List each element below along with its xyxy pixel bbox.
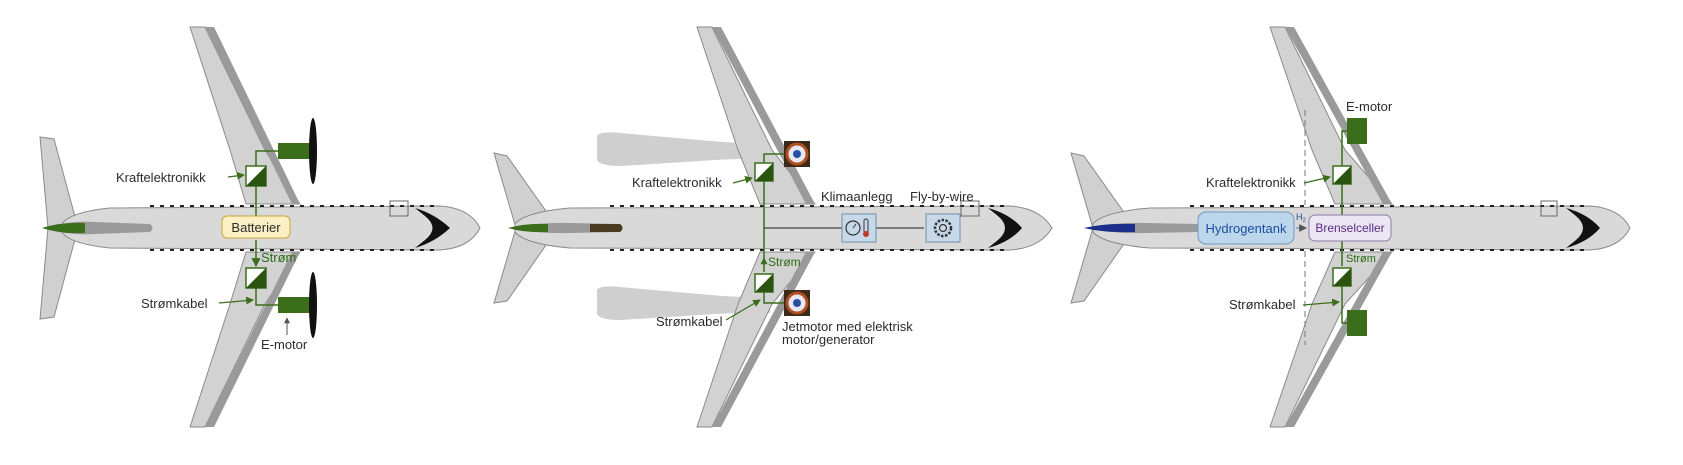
current-label: Strøm: [768, 255, 801, 269]
propeller-icon: [309, 118, 317, 184]
power-cable-label: Strømkabel: [656, 314, 723, 329]
e-motor-lower: [278, 272, 317, 338]
current-label: Strøm: [261, 250, 296, 265]
e-motor-lower: [1347, 310, 1367, 336]
power-electronics-upper: [1332, 165, 1352, 185]
climate-system-box: [841, 213, 877, 243]
panel-more-electric-jet: Klimaanlegg Fly-by-wire Strøm Kraftelekt…: [493, 26, 1053, 428]
e-motor-upper: [278, 118, 317, 184]
e-motor-label: E-motor: [1346, 99, 1393, 114]
power-cable-label: Strømkabel: [141, 296, 208, 311]
power-electronics-lower: [754, 273, 774, 293]
door: [1540, 200, 1558, 217]
h2-label: H2: [1296, 212, 1307, 224]
power-electronics-label: Kraftelektronikk: [632, 175, 722, 190]
cockpit-window: [415, 208, 450, 248]
fuel-cells-box: [1308, 214, 1392, 242]
fly-by-wire-box: [925, 213, 961, 243]
power-electronics-upper: [245, 165, 267, 187]
door: [389, 200, 409, 217]
battery-box: [221, 215, 291, 239]
turbofan-lower: [784, 290, 810, 316]
fuel-cells-label: Brenselceller: [1315, 221, 1384, 235]
panel-hydrogen: Hydrogentank H2 Brenselceller Strøm E-mo…: [1070, 26, 1631, 428]
power-cable-upper: [255, 150, 278, 166]
panel-battery-electric: Batterier Strøm Kraftelektronikk Strømka…: [39, 26, 481, 428]
propeller-icon: [309, 272, 317, 338]
exhaust-upper: [597, 132, 770, 166]
gear-icon: [933, 218, 953, 238]
power-electronics-upper: [754, 162, 774, 182]
jet-motor-label-line2: motor/generator: [782, 332, 875, 347]
hydrogen-tank-box: [1197, 211, 1295, 245]
door: [960, 200, 980, 217]
hydrogen-tank-label: Hydrogentank: [1206, 221, 1287, 236]
turbofan-upper: [784, 141, 810, 167]
fly-by-wire-label: Fly-by-wire: [910, 189, 974, 204]
current-label: Strøm: [1346, 253, 1376, 265]
power-electronics-lower: [245, 267, 267, 289]
battery-label: Batterier: [231, 220, 281, 235]
cockpit-window: [988, 208, 1022, 248]
gauge-thermometer-icon: [845, 220, 861, 236]
jet-motor-label-line1: Jetmotor med elektrisk: [782, 319, 913, 334]
e-motor-label: E-motor: [261, 337, 308, 352]
climate-label: Klimaanlegg: [821, 189, 893, 204]
e-motor-upper: [1347, 118, 1367, 144]
power-electronics-lower: [1332, 267, 1352, 287]
exhaust-lower: [597, 286, 770, 320]
cockpit-window: [1566, 208, 1600, 248]
power-cable-label: Strømkabel: [1229, 297, 1296, 312]
power-cable-lower: [255, 288, 278, 306]
power-electronics-label: Kraftelektronikk: [116, 170, 206, 185]
power-electronics-label: Kraftelektronikk: [1206, 175, 1296, 190]
